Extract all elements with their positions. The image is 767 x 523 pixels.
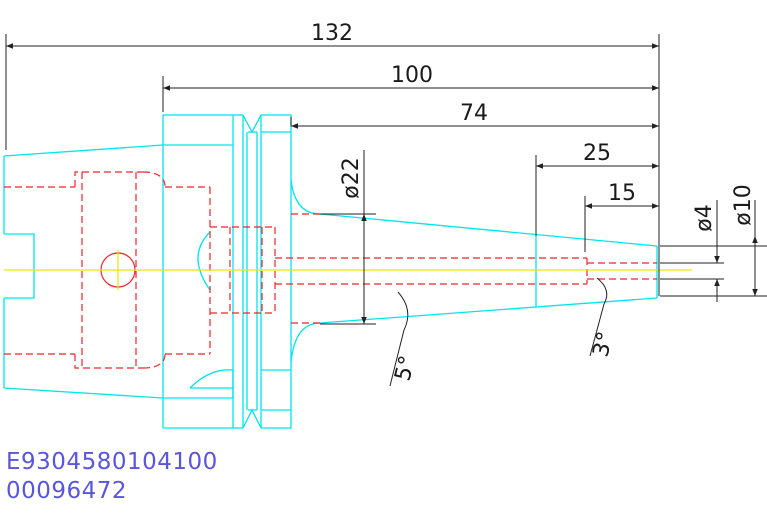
dim-25-label: 25 <box>583 141 611 166</box>
dim-132-label: 132 <box>311 21 353 46</box>
angle-3-label: 3° <box>589 329 619 359</box>
part-codes: E9304580104100 00096472 <box>6 448 218 506</box>
dim-15-label: 15 <box>608 181 636 206</box>
part-number: E9304580104100 <box>6 449 218 475</box>
dim-d4-label: ø4 <box>692 204 717 231</box>
dimension-lines <box>5 34 767 387</box>
dim-d10-label: ø10 <box>731 184 756 225</box>
dim-d22-label: ø22 <box>339 157 364 198</box>
angle-5-label: 5° <box>391 353 421 383</box>
dimension-labels: 132 100 74 25 15 ø22 ø4 ø10 5° 3° <box>311 21 756 384</box>
centerline <box>4 250 692 290</box>
dim-74-label: 74 <box>460 101 488 126</box>
tool-outline <box>3 114 658 429</box>
dim-100-label: 100 <box>391 63 433 88</box>
serial-number: 00096472 <box>6 478 128 504</box>
